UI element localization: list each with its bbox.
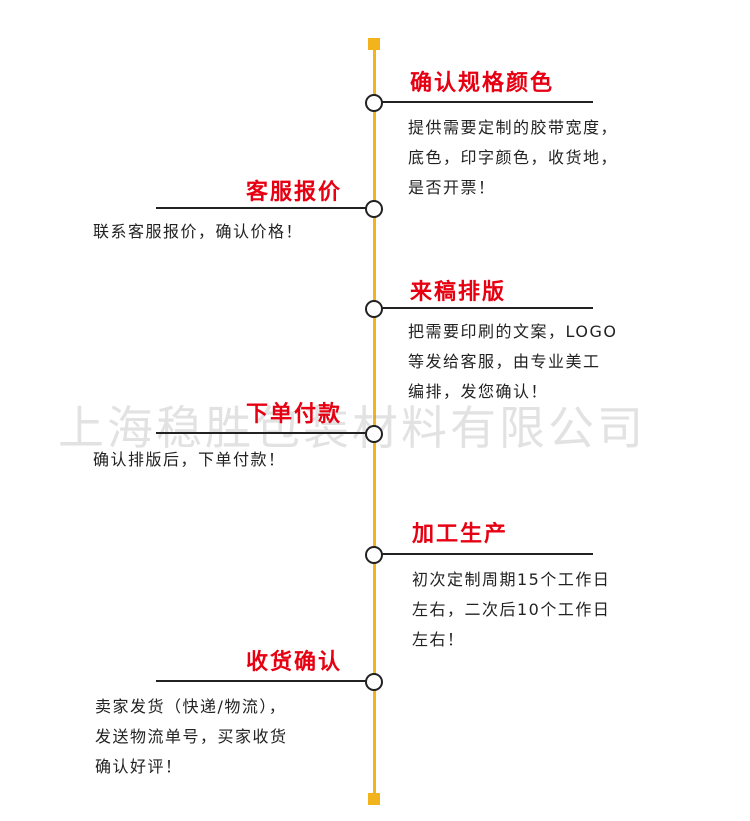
step-4-line <box>156 432 373 434</box>
step-5-title: 加工生产 <box>412 522 509 547</box>
step-6-desc-line-1: 卖家发货（快递/物流）， <box>95 697 287 716</box>
timeline-bottom-cap <box>368 793 380 805</box>
step-3-line <box>376 307 593 309</box>
step-3-desc-line-2: 等发给客服，由专业美工 <box>408 352 601 371</box>
step-1-description: 提供需要定制的胶带宽度， 底色，印字颜色，收货地， 是否开票！ <box>408 113 618 203</box>
step-1-desc-line-1: 提供需要定制的胶带宽度， <box>408 118 619 137</box>
step-6-title: 收货确认 <box>246 650 343 675</box>
step-3-desc-line-1: 把需要印刷的文案，LOGO <box>408 322 618 341</box>
step-6-node <box>365 673 383 691</box>
step-4-description: 确认排版后，下单付款！ <box>93 445 286 475</box>
step-1-line <box>376 101 593 103</box>
step-2-desc-line-1: 联系客服报价，确认价格！ <box>93 222 304 241</box>
step-6-desc-line-3: 确认好评！ <box>95 757 183 776</box>
step-2-description: 联系客服报价，确认价格！ <box>93 217 303 247</box>
step-4-node <box>365 425 383 443</box>
step-5-desc-line-1: 初次定制周期15个工作日 <box>412 570 611 589</box>
step-1-node <box>365 94 383 112</box>
step-5-desc-line-3: 左右！ <box>412 630 465 649</box>
step-5-desc-line-2: 左右，二次后10个工作日 <box>412 600 611 619</box>
step-5-line <box>376 553 593 555</box>
step-4-desc-line-1: 确认排版后，下单付款！ <box>93 450 286 469</box>
step-3-description: 把需要印刷的文案，LOGO 等发给客服，由专业美工 编排，发您确认！ <box>408 317 617 407</box>
step-3-desc-line-3: 编排，发您确认！ <box>408 382 549 401</box>
step-6-desc-line-2: 发送物流单号，买家收货 <box>95 727 288 746</box>
step-1-desc-line-3: 是否开票！ <box>408 178 496 197</box>
timeline-axis <box>373 44 376 801</box>
step-1-desc-line-2: 底色，印字颜色，收货地， <box>408 148 619 167</box>
step-5-description: 初次定制周期15个工作日 左右，二次后10个工作日 左右！ <box>412 565 610 655</box>
step-2-title: 客服报价 <box>246 180 343 205</box>
step-4-title: 下单付款 <box>246 402 343 427</box>
timeline-top-cap <box>368 38 380 50</box>
step-2-line <box>156 207 373 209</box>
step-3-title: 来稿排版 <box>410 280 507 305</box>
step-6-line <box>156 680 373 682</box>
step-2-node <box>365 200 383 218</box>
step-6-description: 卖家发货（快递/物流）， 发送物流单号，买家收货 确认好评！ <box>95 692 288 782</box>
step-5-node <box>365 546 383 564</box>
step-1-title: 确认规格颜色 <box>410 71 555 96</box>
step-3-node <box>365 300 383 318</box>
